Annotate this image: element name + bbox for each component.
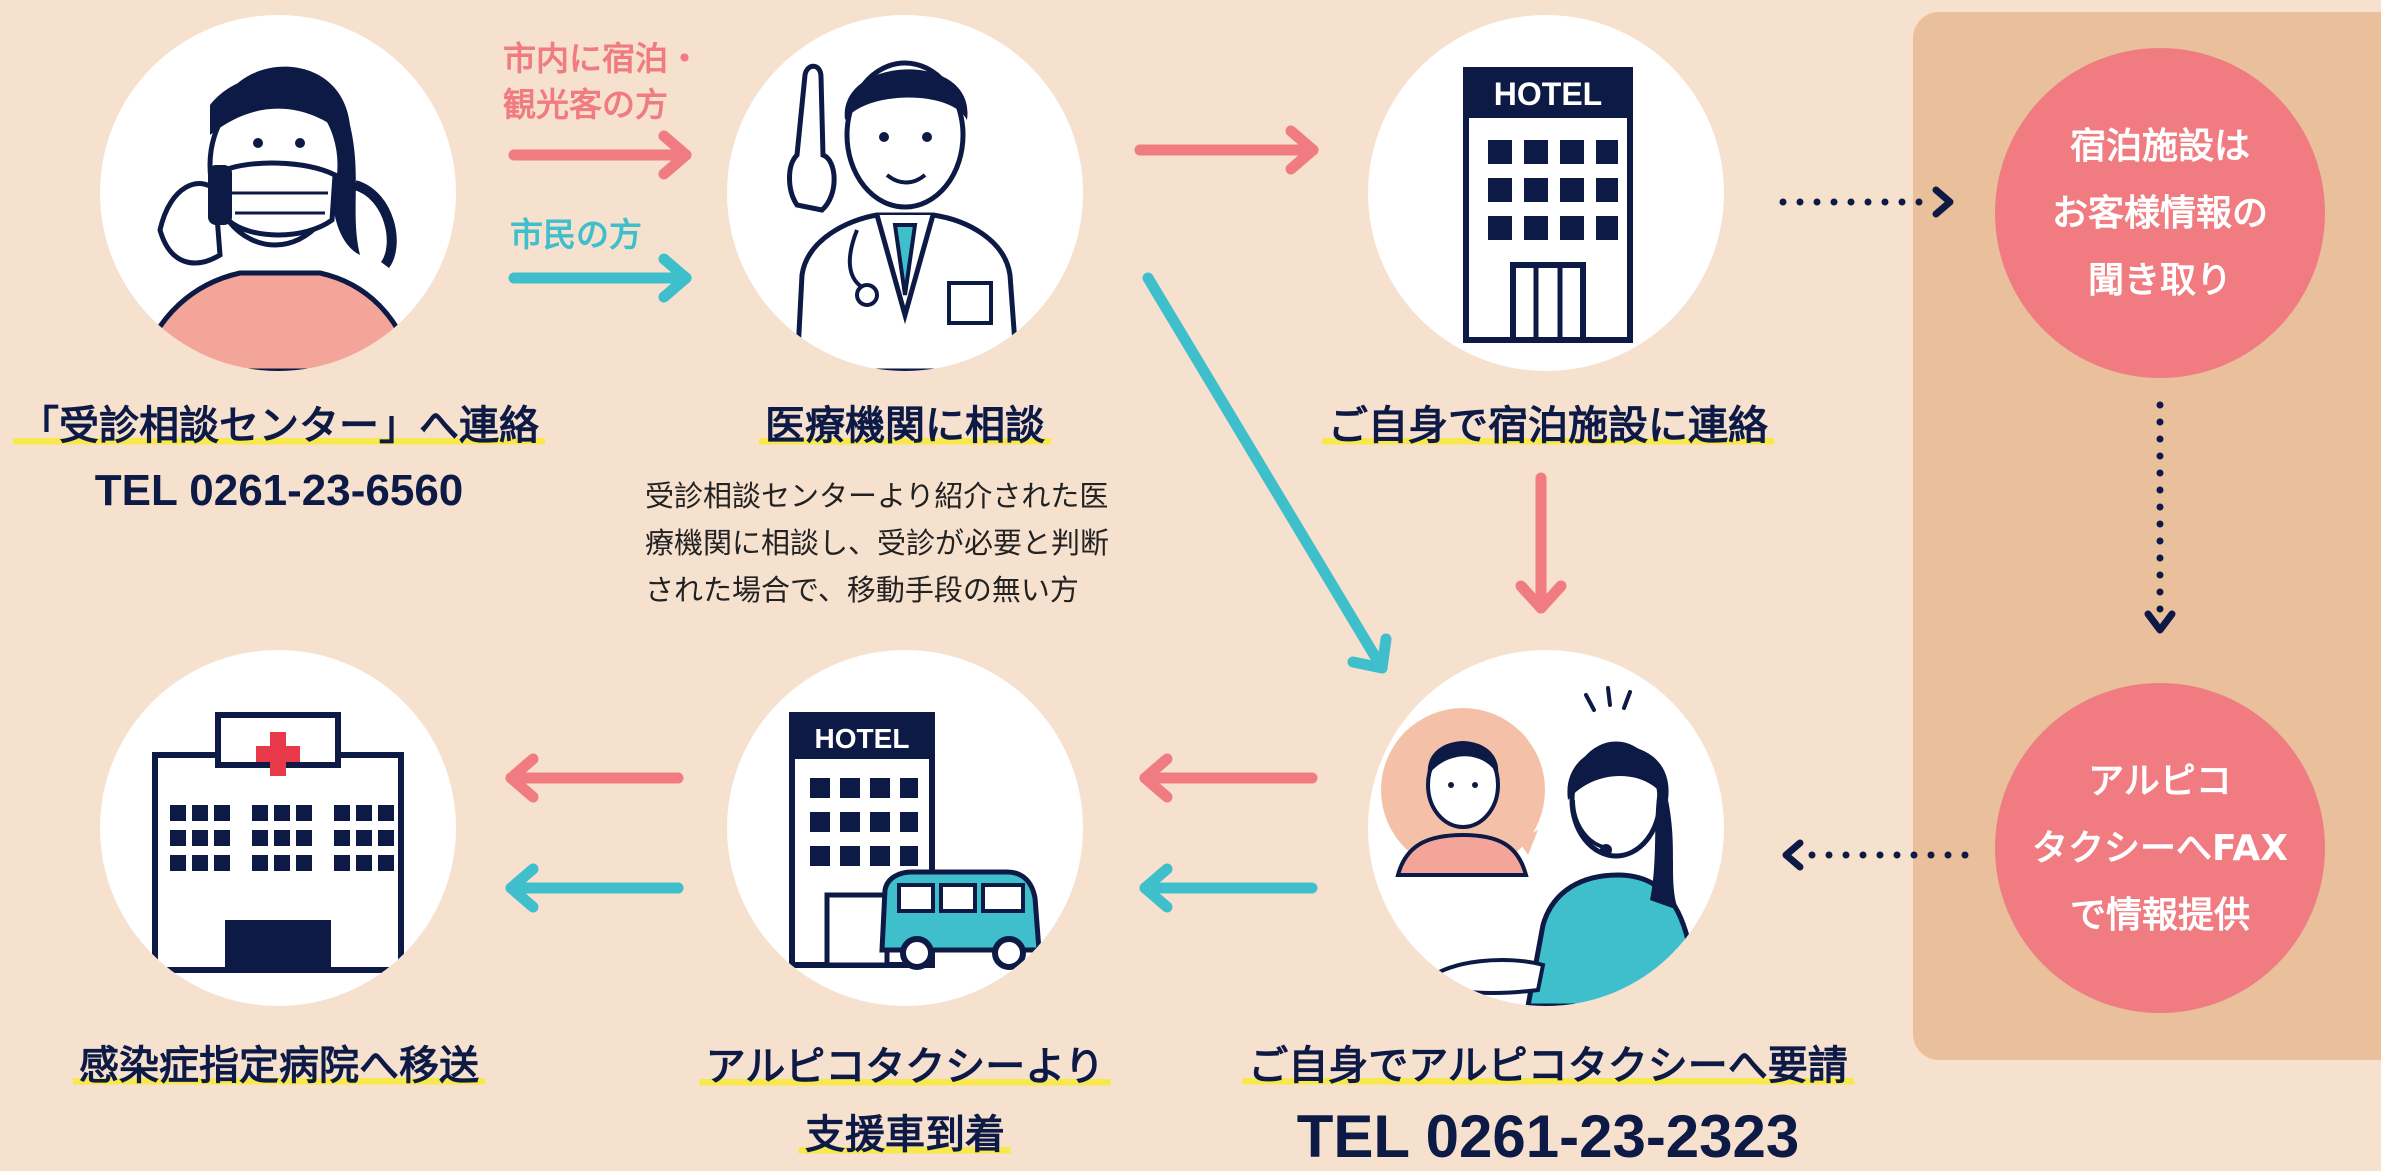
arrow-doctor-to-hotel (1134, 125, 1319, 175)
tel-taxi: TEL 0261-23-2323 (1296, 1103, 1800, 1170)
step-label-vehicle-arrival: アルピコタクシーより 支援車到着 (699, 1033, 1111, 1169)
woman-phone-mask-icon (100, 15, 456, 371)
tel-call-center: TEL 0261-23-6560 (94, 466, 464, 515)
step-label-call-center: 「受診相談センター」へ連絡 (13, 393, 545, 451)
arrow-arrival-to-hospital-teal (505, 863, 684, 913)
step-label-hospital-transfer: 感染症指定病院へ移送 (73, 1033, 485, 1091)
arrow-hotel-to-taxi (1515, 472, 1567, 614)
arrow-doctor-to-taxi (1142, 272, 1392, 674)
arrow-taxi-to-arrival-teal (1139, 863, 1318, 913)
doctor-icon (727, 15, 1083, 371)
hospital-icon (100, 650, 456, 1006)
route-label-resident: 市民の方 (510, 215, 642, 254)
arrow-resident-to-doctor (508, 253, 692, 303)
svg-text:HOTEL: HOTEL (1494, 76, 1602, 112)
step-label-request-taxi: ご自身でアルピコタクシーへ要請 (1242, 1033, 1854, 1091)
step-label-consult-doctor: 医療機関に相談 (759, 393, 1051, 451)
hotel-building-icon: HOTEL (1368, 15, 1724, 371)
hotel-with-van-icon: HOTEL (727, 650, 1083, 1006)
taxi-operator-icon (1368, 650, 1724, 1006)
arrow-arrival-to-hospital-pink (505, 753, 684, 803)
arrow-taxi-to-arrival-pink (1139, 753, 1318, 803)
step-description: 受診相談センターより紹介された医 療機関に相談し、受診が必要と判断 された場合で… (645, 479, 1110, 607)
arrow-tourist-to-doctor (508, 130, 692, 180)
step-label-contact-hotel: ご自身で宿泊施設に連絡 (1322, 393, 1774, 451)
hotel-hearing-circle: 宿泊施設はお客様情報の聞き取り (1995, 48, 2325, 378)
route-label-tourist: 市内に宿泊・観光客の方 (503, 39, 701, 124)
svg-text:HOTEL: HOTEL (815, 723, 910, 754)
